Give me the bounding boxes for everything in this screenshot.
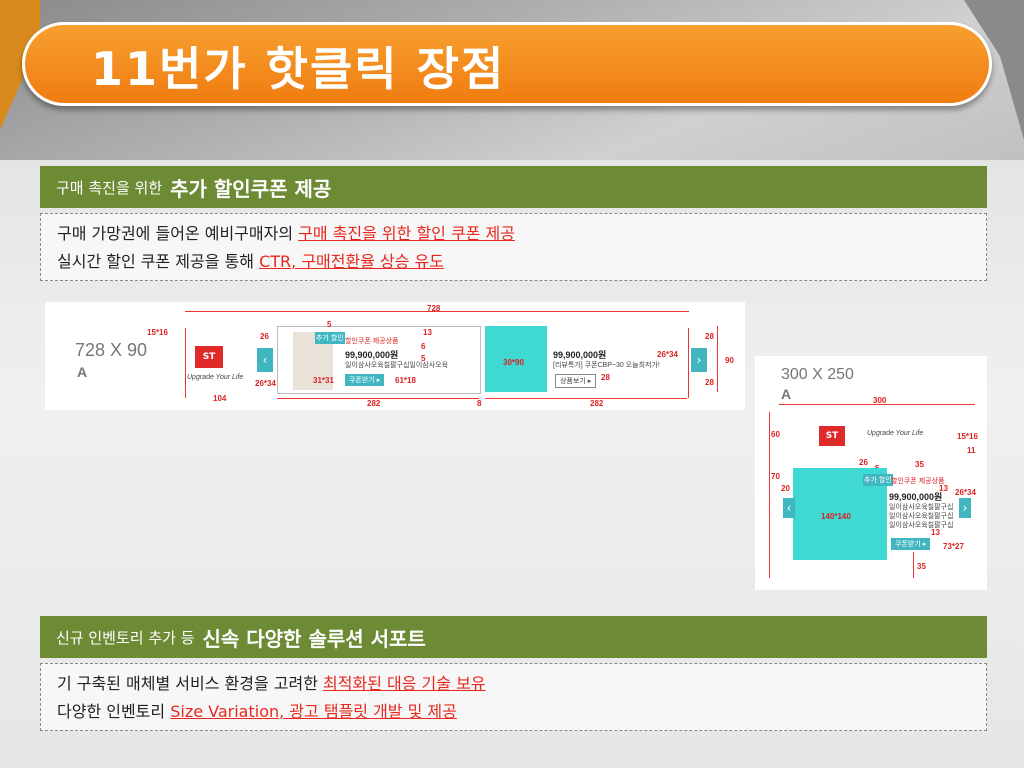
dimension-value: 282: [590, 399, 604, 408]
section-header-solution: 신규 인벤토리 추가 등 신속 다양한 솔루션 서포트: [40, 616, 987, 658]
dimension-value: 300: [873, 396, 887, 405]
variant-label: A: [77, 364, 88, 380]
title-bar: 11번가 핫클릭 장점: [22, 22, 992, 106]
dimension-value: 282: [367, 399, 381, 408]
brand-tagline: Upgrade Your Life: [187, 374, 244, 381]
dimension-value: 28: [705, 378, 714, 387]
dimension-value: 35: [917, 562, 926, 571]
dimension-value: 30*90: [503, 358, 524, 367]
dimension-line: [485, 398, 687, 399]
dimension-value: 5: [327, 320, 332, 329]
highlight-text: 최적화된 대응 기술 보유: [323, 674, 486, 693]
brand-logo: ST: [195, 346, 223, 368]
dimension-value: 26*34: [955, 488, 976, 497]
product-price: 99,900,000원: [345, 350, 399, 360]
dimension-value: 104: [213, 394, 227, 403]
dimension-value: 8: [477, 399, 482, 408]
body-text: 실시간 할인 쿠폰 제공을 통해: [57, 252, 260, 271]
dimension-value: 70: [771, 472, 780, 481]
dimension-value: 31*31: [313, 376, 334, 385]
body-text: 다양한 인벤토리: [57, 702, 171, 721]
product-price: 99,900,000원: [553, 350, 607, 360]
next-arrow-button[interactable]: ›: [959, 498, 971, 518]
size-label: 300 X 250: [781, 366, 854, 383]
section-title: 추가 할인쿠폰 제공: [170, 176, 332, 201]
product-desc: 일이삼사오육칠팔구십일이삼사오육: [345, 362, 449, 369]
dimension-value: 26*34: [657, 350, 678, 359]
highlight-text: 구매 촉진을 위한 할인 쿠폰 제공: [298, 224, 515, 243]
section-subtitle: 구매 촉진을 위한: [56, 178, 163, 197]
dimension-value: 35: [915, 460, 924, 469]
dimension-value: 26*34: [255, 379, 276, 388]
brand-logo: ST: [819, 426, 845, 446]
highlight-text: Size Variation, 광고 탬플릿 개발 및 제공: [170, 702, 457, 721]
dimension-value: 13: [939, 484, 948, 493]
dimension-value: 13: [423, 328, 432, 337]
product-desc: [리뷰특가] 쿠폰CBP~30 오늘최저가!: [553, 362, 660, 369]
dimension-value: 26: [859, 458, 868, 467]
product-image-area: [485, 326, 547, 392]
dimension-value: 28: [601, 373, 610, 382]
body-text: 구매 가망권에 들어온 예비구매자의: [57, 224, 299, 243]
dimension-value: 20: [781, 484, 790, 493]
body-line: 실시간 할인 쿠폰 제공을 통해 CTR, 구매전환율 상승 유도: [57, 248, 970, 276]
product-title: 할인쿠폰 제공상품: [891, 478, 945, 485]
dimension-line: [185, 328, 186, 398]
banner-spec-300x250: 300 X 250 A 300 60 11 15*16 ST Upgrade Y…: [755, 356, 987, 590]
banner-spec-728x90: 728 X 90 A 728 15*16 ST Upgrade Your Lif…: [45, 302, 745, 410]
highlight-text: CTR, 구매전환율 상승 유도: [259, 252, 444, 271]
section-body-coupon: 구매 가망권에 들어온 예비구매자의 구매 촉진을 위한 할인 쿠폰 제공 실시…: [40, 213, 987, 281]
dimension-value: 28: [705, 332, 714, 341]
body-text: 기 구축된 매체별 서비스 환경을 고려한: [57, 674, 324, 693]
dimension-value: 13: [931, 528, 940, 537]
product-desc: 일이삼사오육칠팔구십: [889, 504, 954, 511]
prev-arrow-button[interactable]: ‹: [257, 348, 273, 372]
dimension-value: 728: [427, 304, 441, 313]
dimension-line: [688, 328, 689, 398]
body-line: 다양한 인벤토리 Size Variation, 광고 탬플릿 개발 및 제공: [57, 698, 970, 726]
dimension-value: 26: [260, 332, 269, 341]
dimension-value: 73*27: [943, 542, 964, 551]
section-title: 신속 다양한 솔루션 서포트: [202, 626, 426, 651]
dimension-line: [277, 398, 479, 399]
brand-tagline: Upgrade Your Life: [867, 430, 924, 437]
dimension-line: [717, 326, 718, 392]
dimension-value: 6: [421, 342, 426, 351]
product-price: 99,900,000원: [889, 492, 943, 502]
section-body-solution: 기 구축된 매체별 서비스 환경을 고려한 최적화된 대응 기술 보유 다양한 …: [40, 663, 987, 731]
page-title: 11번가 핫클릭 장점: [91, 42, 506, 96]
prev-arrow-button[interactable]: ‹: [783, 498, 795, 518]
coupon-button[interactable]: 쿠폰받기 ▸: [345, 374, 385, 386]
dimension-value: 11: [967, 446, 976, 455]
dimension-value: 15*16: [147, 328, 168, 337]
dimension-value: 90: [725, 356, 734, 365]
product-frame: [277, 326, 481, 394]
dimension-value: 15*16: [957, 432, 978, 441]
coupon-button[interactable]: 쿠폰받기 ▸: [891, 538, 931, 550]
dimension-line: [185, 311, 689, 312]
coupon-tag: 추가 할인: [315, 332, 345, 344]
view-product-button[interactable]: 상품보기 ▸: [555, 374, 597, 388]
dimension-line: [779, 404, 975, 405]
coupon-tag: 추가 할인: [863, 474, 893, 486]
body-line: 기 구축된 매체별 서비스 환경을 고려한 최적화된 대응 기술 보유: [57, 670, 970, 698]
product-desc: 일이삼사오육칠팔구십: [889, 522, 954, 529]
section-header-coupon: 구매 촉진을 위한 추가 할인쿠폰 제공: [40, 166, 987, 208]
section-subtitle: 신규 인벤토리 추가 등: [56, 628, 195, 647]
variant-label: A: [781, 386, 792, 402]
dimension-line: [913, 552, 914, 578]
dimension-value: 60: [771, 430, 780, 439]
body-line: 구매 가망권에 들어온 예비구매자의 구매 촉진을 위한 할인 쿠폰 제공: [57, 220, 970, 248]
product-desc: 일이삼사오육칠팔구십: [889, 513, 954, 520]
size-label: 728 X 90: [75, 340, 148, 360]
dimension-value: 140*140: [821, 512, 851, 521]
dimension-line: [769, 412, 770, 578]
product-title: 할인쿠폰 제공상품: [345, 338, 399, 345]
next-arrow-button[interactable]: ›: [691, 348, 707, 372]
dimension-value: 61*18: [395, 376, 416, 385]
dimension-value: 5: [421, 354, 426, 363]
